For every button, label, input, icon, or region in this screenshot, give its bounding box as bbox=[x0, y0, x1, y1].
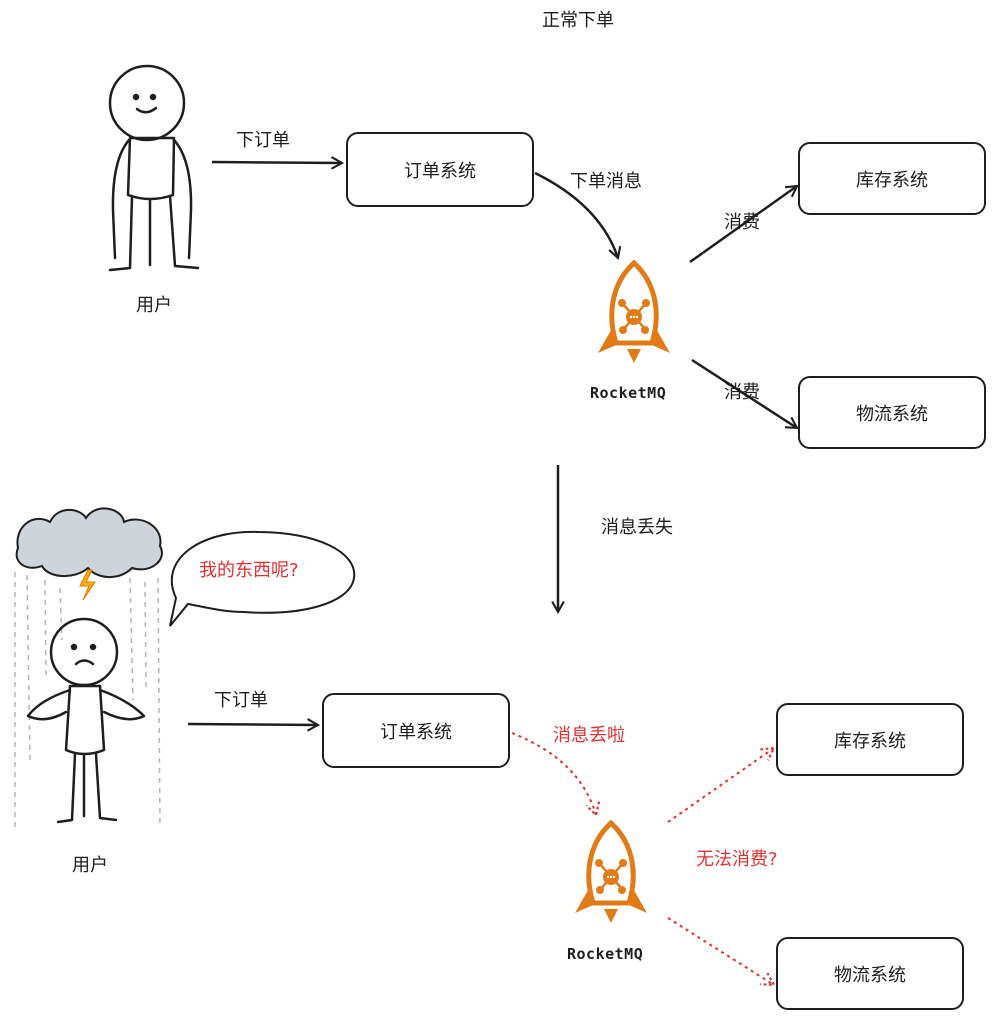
speech-bubble-text: 我的东西呢? bbox=[199, 560, 299, 581]
lightning-icon bbox=[79, 569, 96, 601]
message-lost-dotted-label: 消息丢啦 bbox=[553, 725, 625, 746]
order-system-box-bottom: 订单系统 bbox=[322, 693, 510, 768]
place-order-label-bottom: 下订单 bbox=[214, 690, 268, 711]
arrow-place-order bbox=[211, 156, 345, 170]
happy-user-icon bbox=[108, 64, 200, 272]
arrow-cannot-consume-inventory bbox=[667, 748, 774, 823]
place-order-label: 下订单 bbox=[236, 130, 290, 151]
user-label: 用户 bbox=[136, 295, 172, 316]
rocketmq-logo-icon bbox=[598, 259, 670, 363]
inventory-system-box: 库存系统 bbox=[798, 142, 986, 215]
user-label-bottom: 用户 bbox=[72, 855, 108, 876]
rocketmq-label-bottom: RocketMQ bbox=[567, 945, 644, 963]
sad-user-icon bbox=[26, 617, 146, 824]
cannot-consume-label: 无法消费? bbox=[696, 849, 778, 870]
inventory-system-box-bottom: 库存系统 bbox=[776, 703, 964, 776]
arrow-place-order-bottom bbox=[187, 718, 321, 732]
rocketmq-label: RocketMQ bbox=[590, 384, 667, 402]
arrow-message-lost-dotted bbox=[511, 732, 596, 815]
diagram-title: 正常下单 bbox=[542, 10, 614, 31]
arrow-consume-inventory bbox=[689, 184, 799, 264]
arrow-consume-logistics bbox=[691, 358, 799, 430]
order-message-label: 下单消息 bbox=[570, 171, 642, 192]
storm-cloud-icon bbox=[15, 507, 163, 578]
logistics-system-box: 物流系统 bbox=[798, 376, 986, 449]
rocketmq-logo-icon-bottom bbox=[575, 819, 647, 923]
consume-label-2: 消费 bbox=[724, 382, 760, 403]
logistics-system-box-bottom: 物流系统 bbox=[776, 937, 964, 1010]
arrow-cannot-consume-logistics bbox=[667, 917, 774, 985]
speech-bubble bbox=[169, 530, 356, 627]
rain-icon bbox=[14, 572, 161, 829]
arrow-order-message bbox=[534, 171, 622, 261]
message-lost-label: 消息丢失 bbox=[601, 517, 673, 538]
order-system-box: 订单系统 bbox=[346, 132, 534, 207]
consume-label-1: 消费 bbox=[724, 212, 760, 233]
